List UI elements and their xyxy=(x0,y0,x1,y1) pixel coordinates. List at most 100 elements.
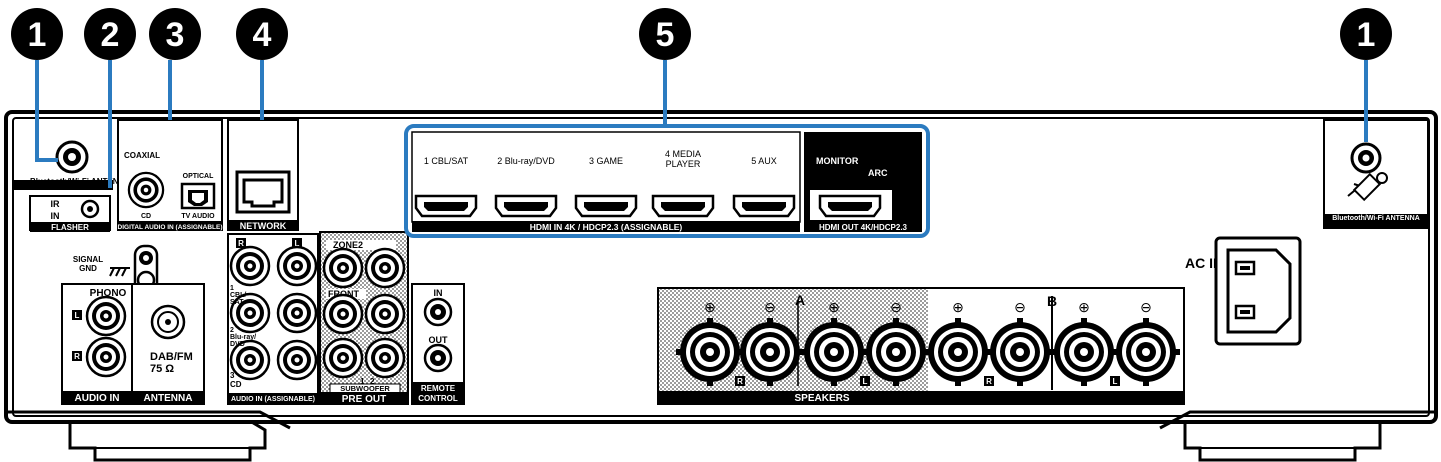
hdmi-in-1-port[interactable] xyxy=(414,194,478,218)
remote-control-section: IN OUT REMOTE CONTROL xyxy=(411,283,465,405)
coaxial-label: COAXIAL xyxy=(124,151,160,160)
hdmi-in-label: HDMI IN 4K / HDCP2.3 (ASSIGNABLE) xyxy=(530,222,683,232)
remote-in-label: IN xyxy=(434,288,443,298)
hdmi-section: 1 CBL/SAT 2 Blu-ray/DVD 3 GAME 4 MEDIA P… xyxy=(404,124,930,238)
bt-antenna-left[interactable]: Bluetooth/Wi-Fi ANTENNA xyxy=(13,140,130,190)
digital-audio-in-label: DIGITAL AUDIO IN (ASSIGNABLE) xyxy=(118,224,223,231)
hdmi2-label: 2 Blu-ray/DVD xyxy=(497,156,555,166)
in-label: IN xyxy=(51,211,60,221)
remote-out-jack[interactable] xyxy=(423,343,453,373)
bt-antenna-right-label: Bluetooth/Wi-Fi ANTENNA xyxy=(1332,215,1420,222)
antenna-connector-icon xyxy=(1352,172,1382,202)
front-l-jack[interactable] xyxy=(364,293,406,335)
ain-3a: 3 xyxy=(230,371,235,380)
tv-audio-label: TV AUDIO xyxy=(181,213,215,220)
hdmi-in-3-port[interactable] xyxy=(574,194,638,218)
ac-in-inlet[interactable] xyxy=(1214,236,1302,346)
bluray-dvd-l-jack[interactable] xyxy=(276,292,318,334)
sub2-label: 2 xyxy=(370,377,375,386)
bt-antenna-right[interactable]: Bluetooth/Wi-Fi ANTENNA xyxy=(1323,119,1429,229)
pre-out-label: PRE OUT xyxy=(342,394,386,405)
callout-1-text: 1 xyxy=(28,16,47,54)
b-r-minus-sign: ⊖ xyxy=(1014,299,1026,315)
hdmi-in-2-port[interactable] xyxy=(494,194,558,218)
callout-3: 3 xyxy=(149,8,201,60)
hdmi4a-label: 4 MEDIA xyxy=(665,149,701,159)
pre-out-section: ZONE2 FRONT 1 2 SUBWOOFER PRE OUT xyxy=(319,231,409,405)
digital-audio-in-section: COAXIAL OPTICAL CD TV AUDIO DIGITAL AUDI… xyxy=(117,119,223,231)
ethernet-port[interactable] xyxy=(235,170,291,214)
cd-l-jack[interactable] xyxy=(276,339,318,381)
antenna-label: ANTENNA xyxy=(144,393,193,404)
ain-2c: DVD xyxy=(230,341,245,348)
callout-5: 5 xyxy=(639,8,691,60)
cbl-sat-l-jack[interactable] xyxy=(276,245,318,287)
zone2-label: ZONE2 xyxy=(333,240,363,250)
phono-l-label: L xyxy=(75,311,80,320)
subwoofer-1-jack[interactable] xyxy=(322,337,364,379)
callout-1-right: 1 xyxy=(1340,8,1392,60)
spk-b-r-label: R xyxy=(986,377,992,386)
arc-label: ARC xyxy=(868,168,888,178)
spk-b-l-label: L xyxy=(1113,377,1118,386)
hdmi4b-label: PLAYER xyxy=(666,159,701,169)
dab-fm-label: DAB/FM xyxy=(150,351,193,363)
remote-label: REMOTE xyxy=(421,384,456,393)
optical-label: OPTICAL xyxy=(183,173,214,180)
ohm-label: 75 Ω xyxy=(150,363,174,375)
hdmi-in-4-port[interactable] xyxy=(651,194,715,218)
spk-a-l-label: L xyxy=(863,377,868,386)
subwoofer-2-jack[interactable] xyxy=(364,337,406,379)
flasher-label: FLASHER xyxy=(51,223,89,232)
signal-label: SIGNAL xyxy=(73,255,103,264)
ain-3b: CD xyxy=(230,380,242,389)
a-l-plus-sign: ⊕ xyxy=(828,299,840,315)
hdmi-in-5-port[interactable] xyxy=(732,194,796,218)
zone2-r-jack[interactable] xyxy=(322,247,364,289)
callout-2-text: 2 xyxy=(101,16,120,54)
ain-1c: SAT xyxy=(230,299,244,306)
callout-1-left: 1 xyxy=(11,8,63,60)
network-section: NETWORK xyxy=(227,119,299,231)
audio-in-assignable-label: AUDIO IN (ASSIGNABLE) xyxy=(231,396,315,403)
hdmi-out-label: HDMI OUT 4K/HDCP2.3 xyxy=(819,223,908,232)
cd-label: CD xyxy=(141,213,151,220)
cbl-sat-r-jack[interactable] xyxy=(229,245,271,287)
callout-1b-text: 1 xyxy=(1357,16,1376,54)
gnd-label: GND xyxy=(79,264,97,273)
phono-l-jack[interactable] xyxy=(85,295,127,337)
hdmi-out-port[interactable] xyxy=(810,190,892,220)
ain-2b: Blu-ray/ xyxy=(230,334,256,341)
coaxial-cd-jack[interactable] xyxy=(127,171,165,209)
a-r-minus-sign: ⊖ xyxy=(764,299,776,315)
hdmi3-label: 3 GAME xyxy=(589,156,623,166)
audio-in-assignable-section: R L 1 CBL/ SAT 2 Blu-ray/ DVD 3 CD AUDIO… xyxy=(227,233,319,405)
speakers-a-label: A xyxy=(795,292,805,308)
control-label: CONTROL xyxy=(418,394,458,403)
callout-4: 4 xyxy=(236,8,288,60)
optical-tv-audio-port[interactable] xyxy=(180,182,216,210)
callout-lines xyxy=(35,60,1368,188)
hdmi1-label: 1 CBL/SAT xyxy=(424,156,469,166)
flasher-ir-in[interactable]: IR IN FLASHER xyxy=(29,195,111,232)
phono-r-label: R xyxy=(74,352,80,361)
dab-fm-antenna-jack[interactable] xyxy=(150,304,186,340)
ain-1b: CBL/ xyxy=(230,292,246,299)
callout-3-text: 3 xyxy=(166,16,185,54)
front-r-jack[interactable] xyxy=(322,293,364,335)
bt-antenna-left-label1: Bluetooth/Wi-Fi ANTENNA xyxy=(30,177,130,186)
monitor-label: MONITOR xyxy=(816,156,859,166)
remote-out-label: OUT xyxy=(429,335,449,345)
zone2-l-jack[interactable] xyxy=(364,247,406,289)
hdmi5-label: 5 AUX xyxy=(751,156,777,166)
b-r-plus-sign: ⊕ xyxy=(952,299,964,315)
ir-label: IR xyxy=(51,199,61,209)
ain-l-label: L xyxy=(295,239,300,248)
sub1-label: 1 xyxy=(360,377,365,386)
phono-r-jack[interactable] xyxy=(85,336,127,378)
callout-4-text: 4 xyxy=(253,16,272,54)
ac-in-label: AC IN xyxy=(1185,255,1223,271)
remote-in-jack[interactable] xyxy=(423,297,453,327)
chassis-feet xyxy=(68,416,1382,462)
b-l-minus-sign: ⊖ xyxy=(1140,299,1152,315)
